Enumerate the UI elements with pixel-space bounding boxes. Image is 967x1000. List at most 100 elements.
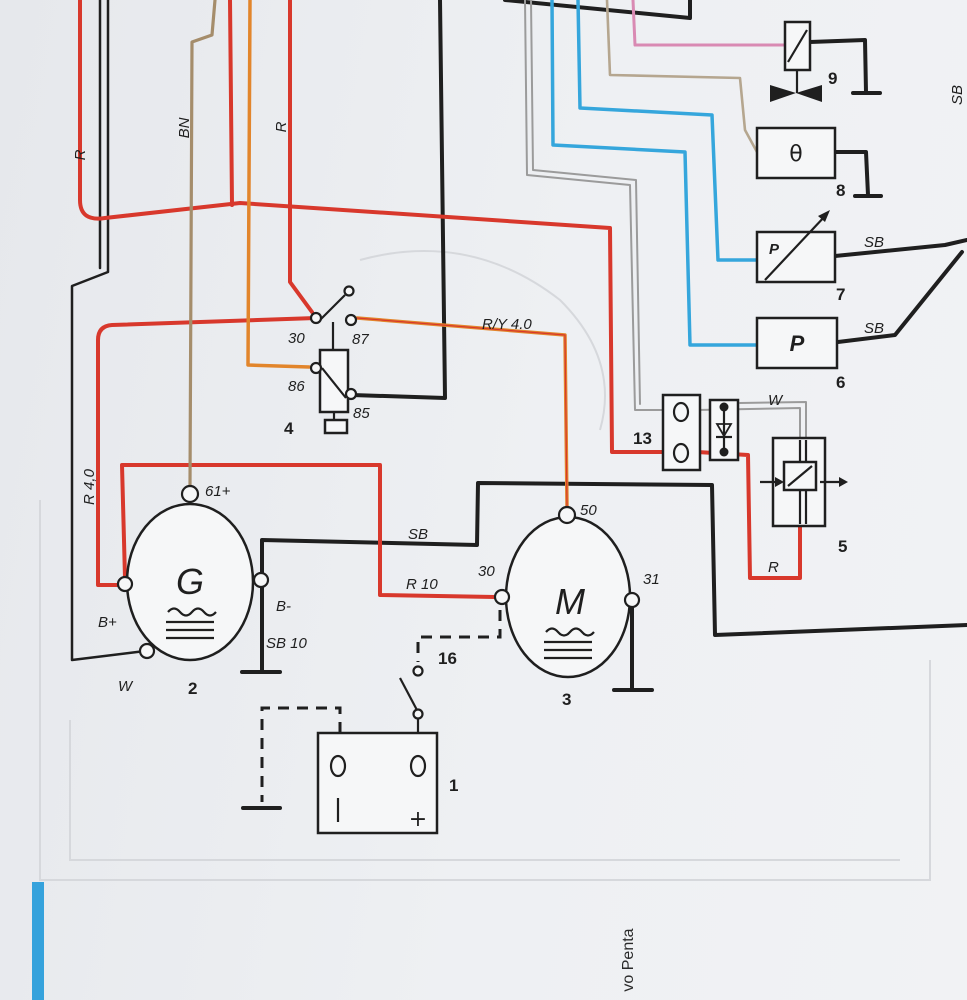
component-number-8: 8 bbox=[836, 181, 845, 200]
relay-4-pin-85 bbox=[344, 387, 358, 401]
relay-4-pin-87 bbox=[344, 313, 358, 327]
pressure-symbol-7: P bbox=[769, 241, 780, 258]
wire-sb-main bbox=[260, 481, 967, 637]
battery-terminal-minus bbox=[329, 754, 347, 778]
wire-label-ry40: R/Y 4.0 bbox=[482, 316, 532, 333]
sender-8-box bbox=[755, 126, 837, 180]
pressure-symbol-6: P bbox=[790, 331, 805, 356]
generator-symbol: G bbox=[176, 561, 204, 602]
wire-red-top bbox=[228, 0, 234, 207]
motor-terminal-31 bbox=[623, 591, 641, 609]
relay-4-label-85: 85 bbox=[353, 405, 370, 422]
relay-5-coil-line bbox=[787, 465, 813, 487]
wire-labels: R BN R SB R 4,0 R/Y 4.0 SB R 10 bbox=[72, 85, 966, 593]
component-number-2: 2 bbox=[188, 679, 197, 698]
wire-ry-stripe bbox=[356, 317, 568, 507]
diode-icon bbox=[715, 423, 733, 438]
wire-label-r-left: R bbox=[72, 149, 89, 160]
wire-label-sb-right: SB bbox=[949, 85, 966, 105]
arrow-right-icon bbox=[839, 477, 848, 487]
switch-16-pivot bbox=[412, 708, 424, 720]
diode-dot-top bbox=[719, 402, 729, 412]
component-3-starter-motor: M 50 30 31 3 bbox=[478, 502, 660, 709]
motor-label-50: 50 bbox=[580, 502, 597, 519]
valve-coil-line bbox=[787, 29, 808, 63]
wire-label-w: W bbox=[768, 392, 784, 409]
wire-gray-w-relay-5b bbox=[739, 401, 807, 439]
wire-blue-sender-6 bbox=[550, 0, 759, 347]
connector-pin-bottom bbox=[672, 442, 690, 464]
component-number-13: 13 bbox=[633, 429, 652, 448]
battery-plus-sign: + bbox=[409, 807, 427, 832]
wire-gray-w-2 bbox=[530, 0, 641, 405]
component-7-pressure-sender: P 7 SB bbox=[755, 210, 884, 304]
relay-4-switch-arm bbox=[317, 294, 346, 323]
connector-pin-top bbox=[672, 401, 690, 423]
wire-label-r10: R 10 bbox=[406, 576, 438, 593]
component-2-generator: G 61+ B+ W B- SB 10 2 bbox=[98, 483, 308, 698]
wire-red-r40 bbox=[96, 316, 318, 587]
wire-black-w bbox=[70, 0, 147, 662]
component-8-temperature-sender: θ 8 bbox=[755, 126, 845, 200]
motor-terminal-50 bbox=[557, 505, 577, 525]
wire-red-r10 bbox=[120, 463, 497, 599]
generator-terminal-w bbox=[138, 642, 156, 660]
motor-lines bbox=[544, 640, 592, 660]
wire-pink bbox=[631, 0, 787, 47]
wire-black-sender-8 bbox=[833, 150, 870, 197]
relay-4-coil bbox=[318, 348, 350, 414]
generator-label-w: W bbox=[118, 678, 134, 695]
component-number-6: 6 bbox=[836, 373, 845, 392]
theta-symbol: θ bbox=[789, 142, 802, 167]
component-number-3: 3 bbox=[562, 690, 571, 709]
sender-6-box bbox=[755, 316, 839, 370]
relay-4-coil-line bbox=[321, 367, 347, 399]
motor-terminal-30 bbox=[493, 588, 511, 606]
generator-lines bbox=[166, 620, 214, 640]
relay-4-contact bbox=[343, 285, 355, 297]
wire-tan bbox=[605, 0, 759, 154]
arrow-head-icon bbox=[818, 210, 830, 222]
wire-label-r-5: R bbox=[768, 559, 779, 576]
wires bbox=[70, 0, 967, 692]
generator-terminal-b-plus bbox=[116, 575, 134, 593]
component-16-switch: 16 bbox=[399, 610, 502, 733]
wire-orange-86 bbox=[246, 0, 311, 369]
relay-4-pin-30 bbox=[309, 311, 323, 325]
generator-terminal-61 bbox=[180, 484, 200, 504]
wire-red-relay bbox=[288, 0, 314, 314]
valve-body-left bbox=[770, 85, 796, 102]
wire-label-r-relay: R bbox=[273, 121, 290, 132]
wire-black-valve-9 bbox=[808, 38, 868, 94]
battery-dashed-ground bbox=[260, 706, 342, 802]
component-number-5: 5 bbox=[838, 537, 847, 556]
wire-label-r40: R 4,0 bbox=[81, 468, 98, 505]
generator-wave-icon bbox=[167, 607, 217, 617]
component-1-battery: + 1 bbox=[241, 706, 458, 835]
switch-16-arm bbox=[399, 677, 419, 713]
accent-bar bbox=[32, 882, 44, 1000]
relay-4-pin-86 bbox=[309, 361, 323, 375]
wire-brown-bn bbox=[188, 0, 217, 488]
component-13-connector: 13 W bbox=[633, 392, 784, 472]
motor-wave-icon bbox=[545, 627, 595, 637]
valve-body-right bbox=[796, 85, 822, 102]
wire-red-main bbox=[78, 0, 667, 454]
diode-dot-bottom bbox=[719, 447, 729, 457]
relay-5-leads bbox=[798, 440, 808, 524]
wire-label-sb-7: SB bbox=[864, 234, 884, 251]
component-6-pressure-switch: P 6 SB bbox=[755, 316, 884, 392]
background-sketch bbox=[39, 250, 931, 881]
component-9-solenoid-valve: 9 bbox=[770, 20, 837, 102]
component-number-9: 9 bbox=[828, 69, 837, 88]
wire-black-top bbox=[503, 0, 692, 20]
generator-terminal-b-minus bbox=[252, 571, 270, 589]
component-5-relay: 5 R bbox=[760, 436, 848, 576]
generator-label-61: 61+ bbox=[205, 483, 231, 500]
component-number-1: 1 bbox=[449, 776, 458, 795]
battery-terminal-plus bbox=[409, 754, 427, 778]
relay-4-label-86: 86 bbox=[288, 378, 305, 395]
footer-text: vo Penta bbox=[620, 928, 637, 991]
wire-black-sender-6 bbox=[836, 250, 964, 344]
